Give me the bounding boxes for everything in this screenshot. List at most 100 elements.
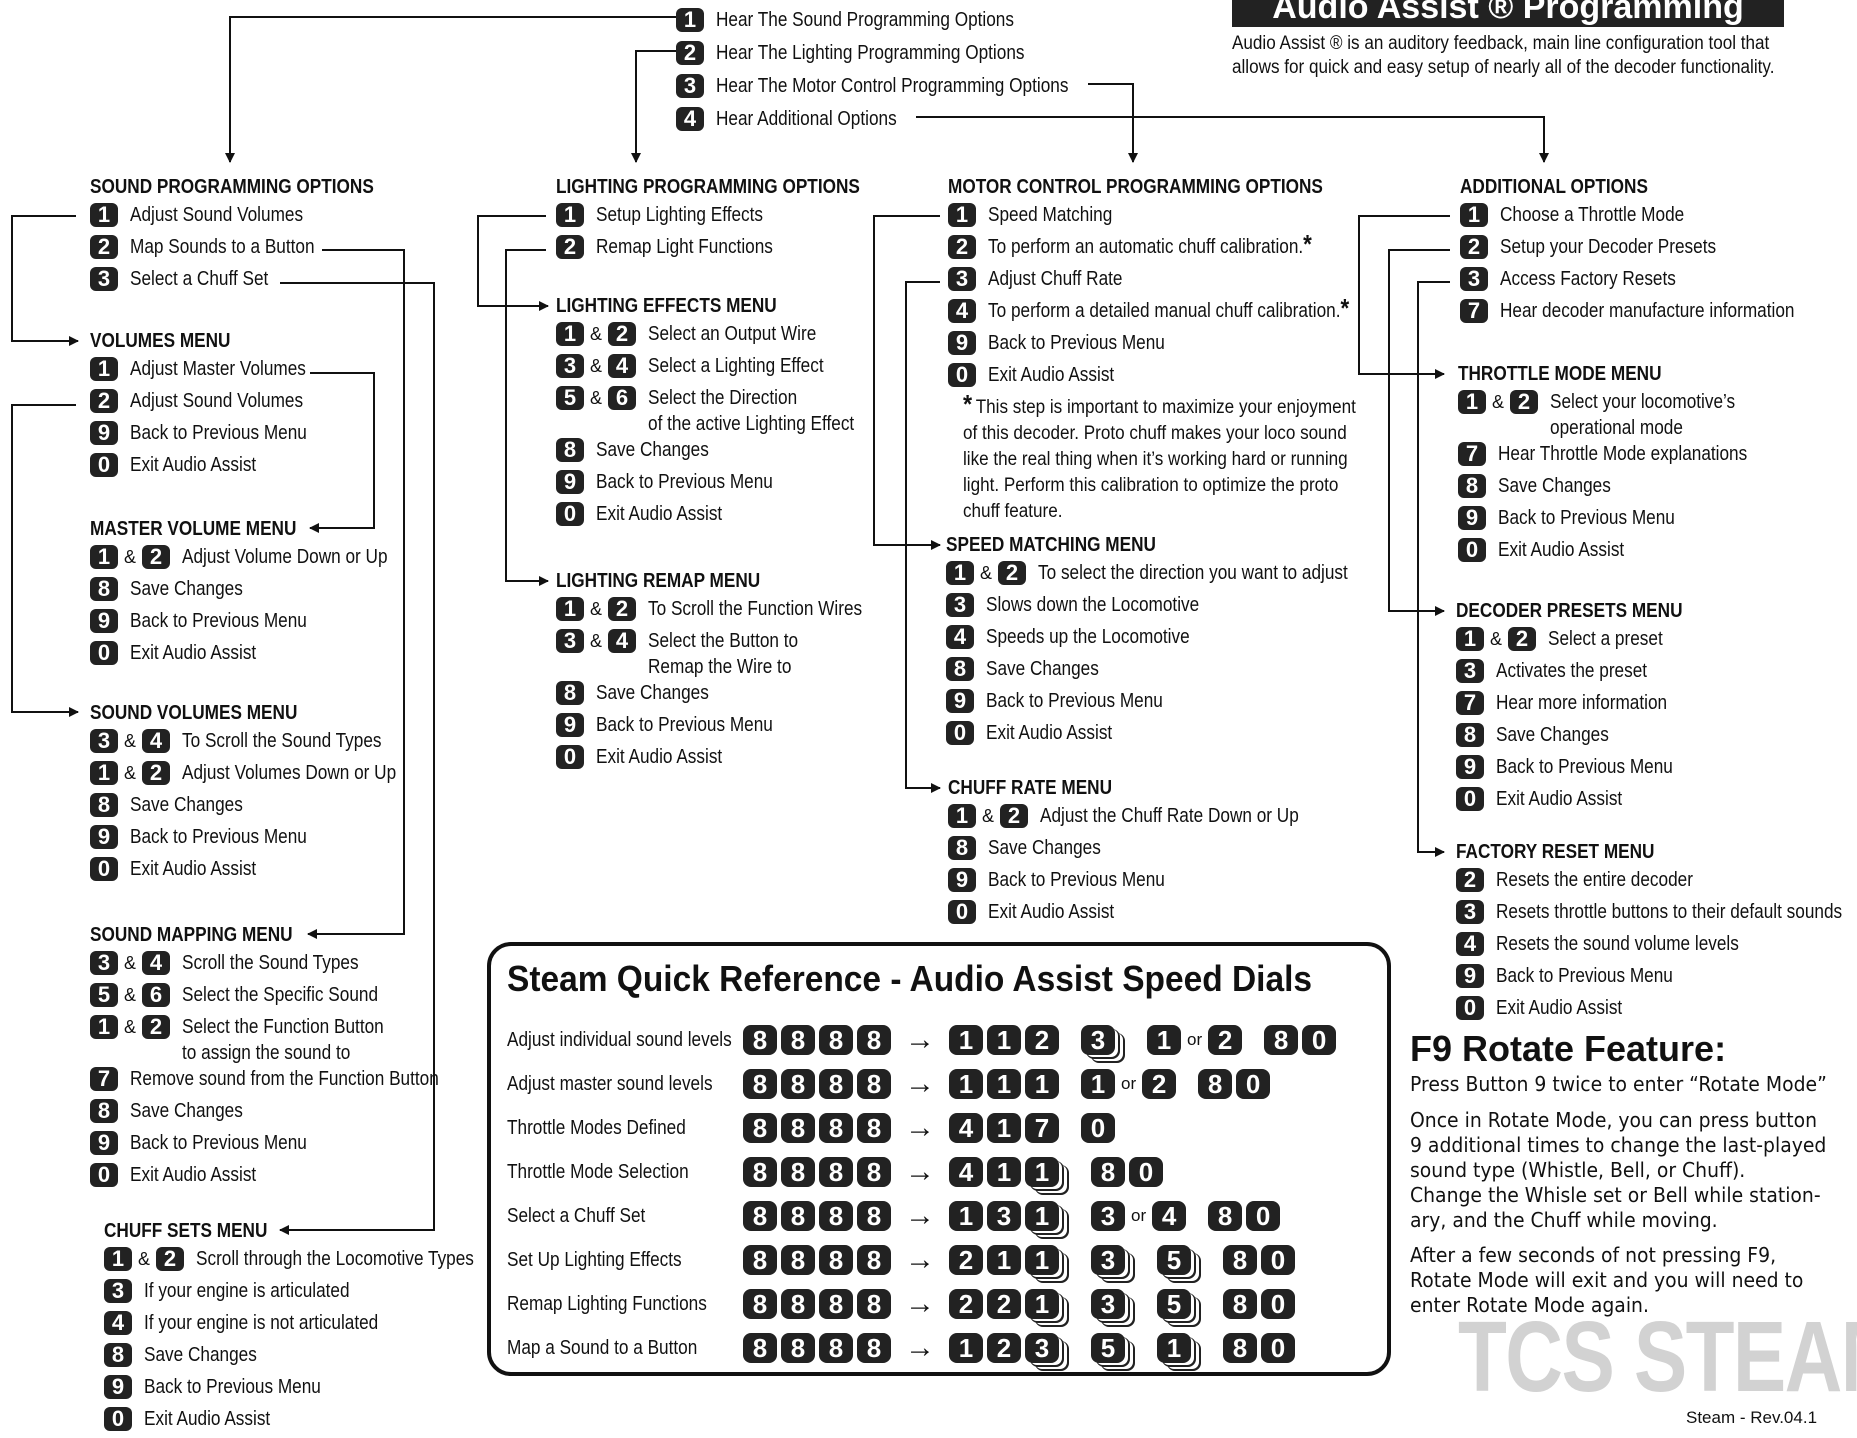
label-line-1: Adjust Sound Volumes <box>130 204 304 226</box>
key-group: 9 <box>90 420 118 446</box>
label-line-1: Exit Audio Assist <box>130 858 257 880</box>
key-8-icon: 8 <box>781 1201 815 1231</box>
label-line-1: Hear more information <box>1496 692 1668 714</box>
key-group: 4 <box>946 624 974 650</box>
key-5-icon: 5 <box>1091 1333 1125 1363</box>
menu-item-label: Hear Throttle Mode explanations <box>1498 441 1747 467</box>
key-3-icon: 3 <box>1025 1333 1059 1363</box>
key-group: 0 <box>1456 786 1484 812</box>
speed-dial-label: Throttle Modes Defined <box>507 1116 686 1139</box>
key-8-icon: 8 <box>556 438 584 462</box>
key-8-icon: 8 <box>743 1333 777 1363</box>
key-group: 0 <box>1456 995 1484 1021</box>
key-2-icon: 2 <box>556 235 584 259</box>
key-4-icon: 4 <box>949 1157 983 1187</box>
ampersand: & <box>124 1017 137 1037</box>
